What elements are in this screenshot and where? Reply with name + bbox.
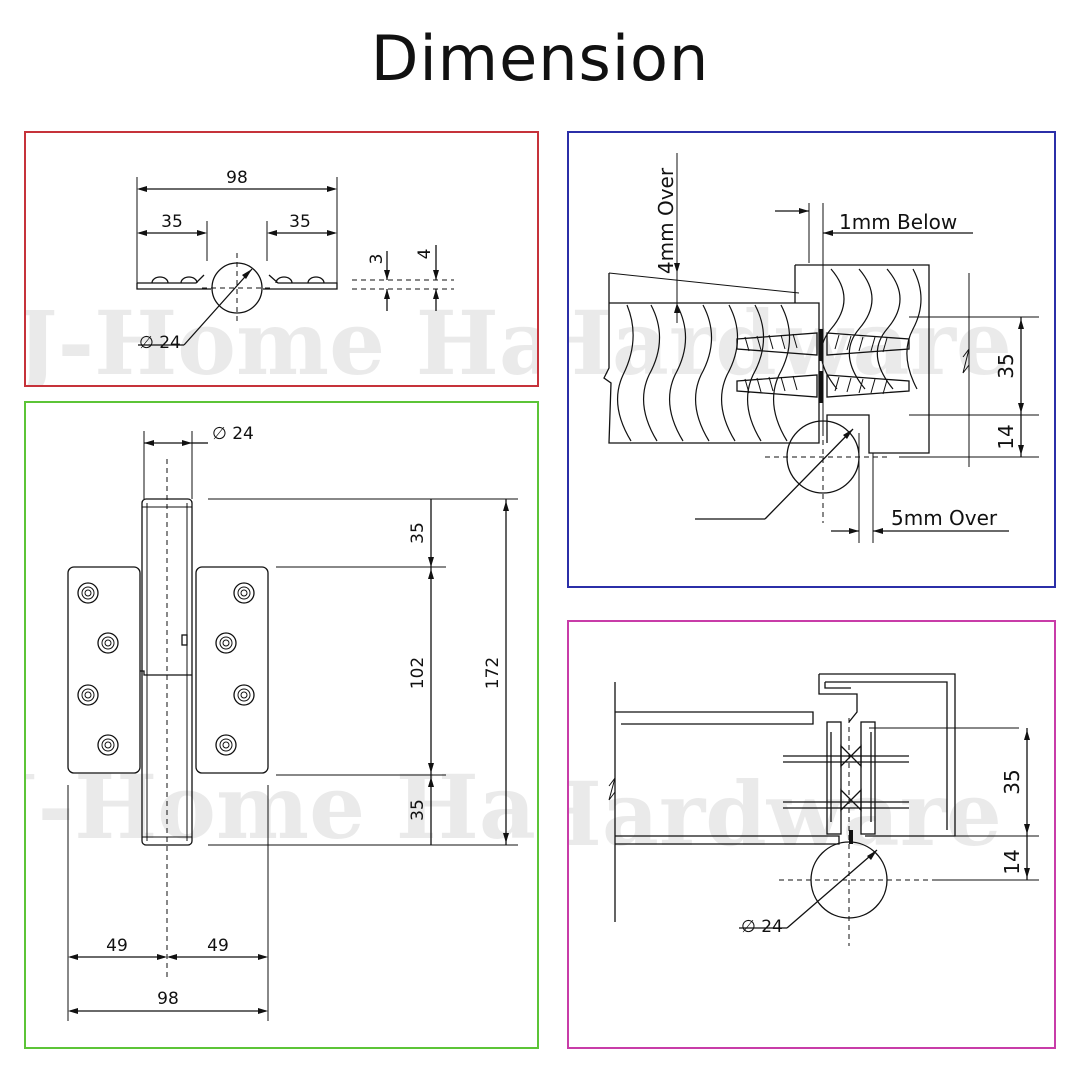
front-right-half-width: 49	[207, 936, 229, 956]
page-title: Dimension	[370, 22, 710, 95]
front-view-panel: J-Home Hardware ∅ 24	[24, 401, 539, 1049]
screw-holes-right	[215, 582, 255, 756]
install-view-drawing: 4mm Over 1mm Below 35 14 5mm Over	[603, 153, 1039, 543]
install-view-panel: J-Home Hardware	[567, 131, 1056, 588]
install-frame-offset: 1mm Below	[839, 210, 957, 234]
front-overall-width: 98	[157, 989, 179, 1009]
top-right-leaf: 35	[289, 212, 311, 232]
front-bottom-knuckle: 35	[408, 799, 428, 821]
frame-leaf-spacing: 35	[1000, 769, 1024, 794]
front-overall-height: 172	[483, 657, 503, 689]
top-left-leaf: 35	[161, 212, 183, 232]
front-knuckle-diameter: ∅ 24	[212, 424, 254, 444]
top-thickness-a: 3	[367, 254, 387, 265]
install-knuckle-offset: 5mm Over	[891, 506, 998, 530]
frame-axis-offset: 14	[1000, 849, 1024, 874]
frame-section-panel: J-Home Hardware ∅ 24	[567, 620, 1056, 1049]
install-axis-offset: 14	[994, 424, 1018, 449]
screws	[736, 329, 910, 403]
front-leaf-height: 102	[408, 657, 428, 689]
front-left-half-width: 49	[106, 936, 128, 956]
screw-holes-left	[77, 582, 119, 756]
top-view-drawing: 98 35 35 ∅ 24 3 4	[136, 168, 454, 353]
top-knuckle-diameter: ∅ 24	[139, 333, 181, 353]
install-leaf-spacing: 35	[994, 353, 1018, 378]
door-wood-grain	[617, 304, 791, 442]
top-view-panel: J-Home Hardware 98 35 35 ∅ 24	[24, 131, 539, 387]
front-top-knuckle: 35	[408, 522, 428, 544]
top-thickness-b: 4	[415, 249, 435, 260]
top-overall-width: 98	[226, 168, 248, 188]
hinge-section	[783, 721, 909, 844]
frame-knuckle-diameter: ∅ 24	[741, 917, 783, 937]
frame-wood-grain	[820, 268, 922, 390]
frame-section-drawing: ∅ 24 35 14	[608, 673, 1039, 946]
front-view-drawing: ∅ 24 35	[67, 424, 518, 1021]
install-door-offset: 4mm Over	[654, 167, 678, 274]
